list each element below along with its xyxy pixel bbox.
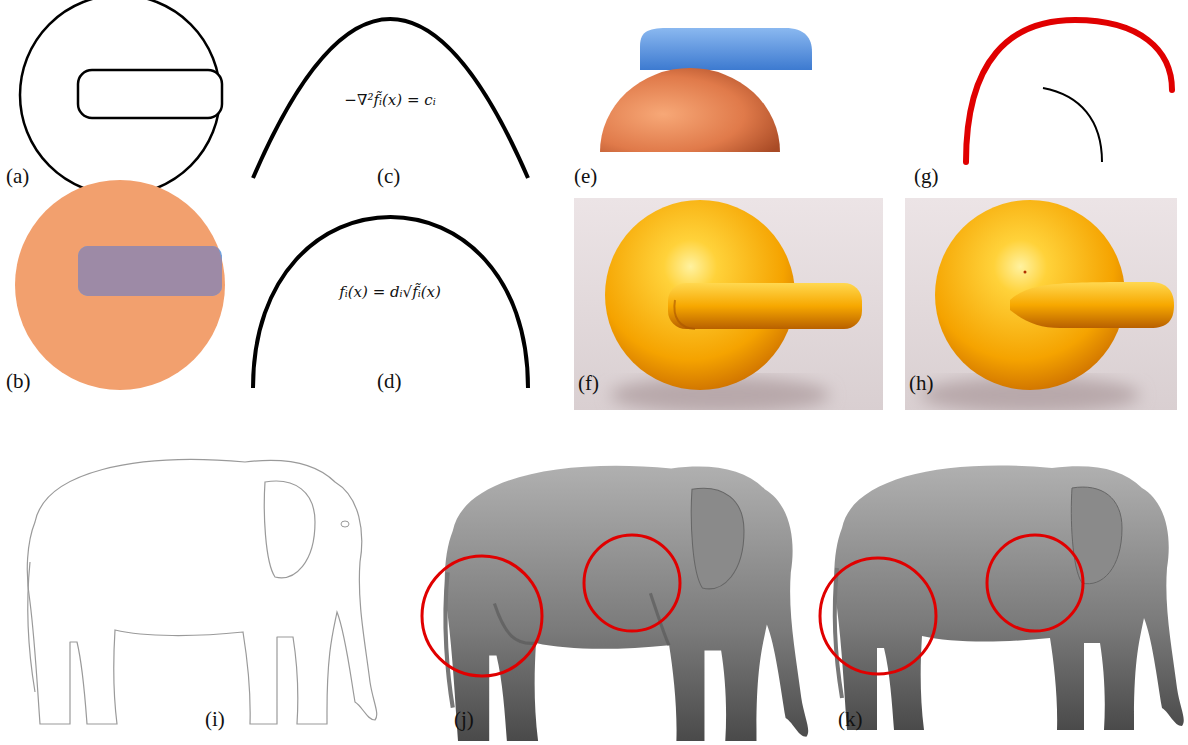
panel-label: (c) [377, 165, 400, 188]
panel-label: (h) [909, 372, 934, 395]
panel-label: (d) [377, 370, 402, 393]
equation: −∇²f̃ᵢ(x) = cᵢ [344, 92, 435, 109]
panel-label: (a) [6, 165, 29, 188]
panel-label: (b) [6, 370, 31, 393]
panel-label: (i) [205, 708, 225, 731]
panel-label: (j) [454, 708, 474, 731]
panel-label: (g) [914, 165, 939, 188]
equation: fᵢ(x) = dᵢ√f̃ᵢ(x) [339, 284, 441, 301]
panel-label: (f) [578, 372, 599, 395]
panel-label: (k) [838, 708, 863, 731]
panel-label: (e) [574, 165, 597, 188]
